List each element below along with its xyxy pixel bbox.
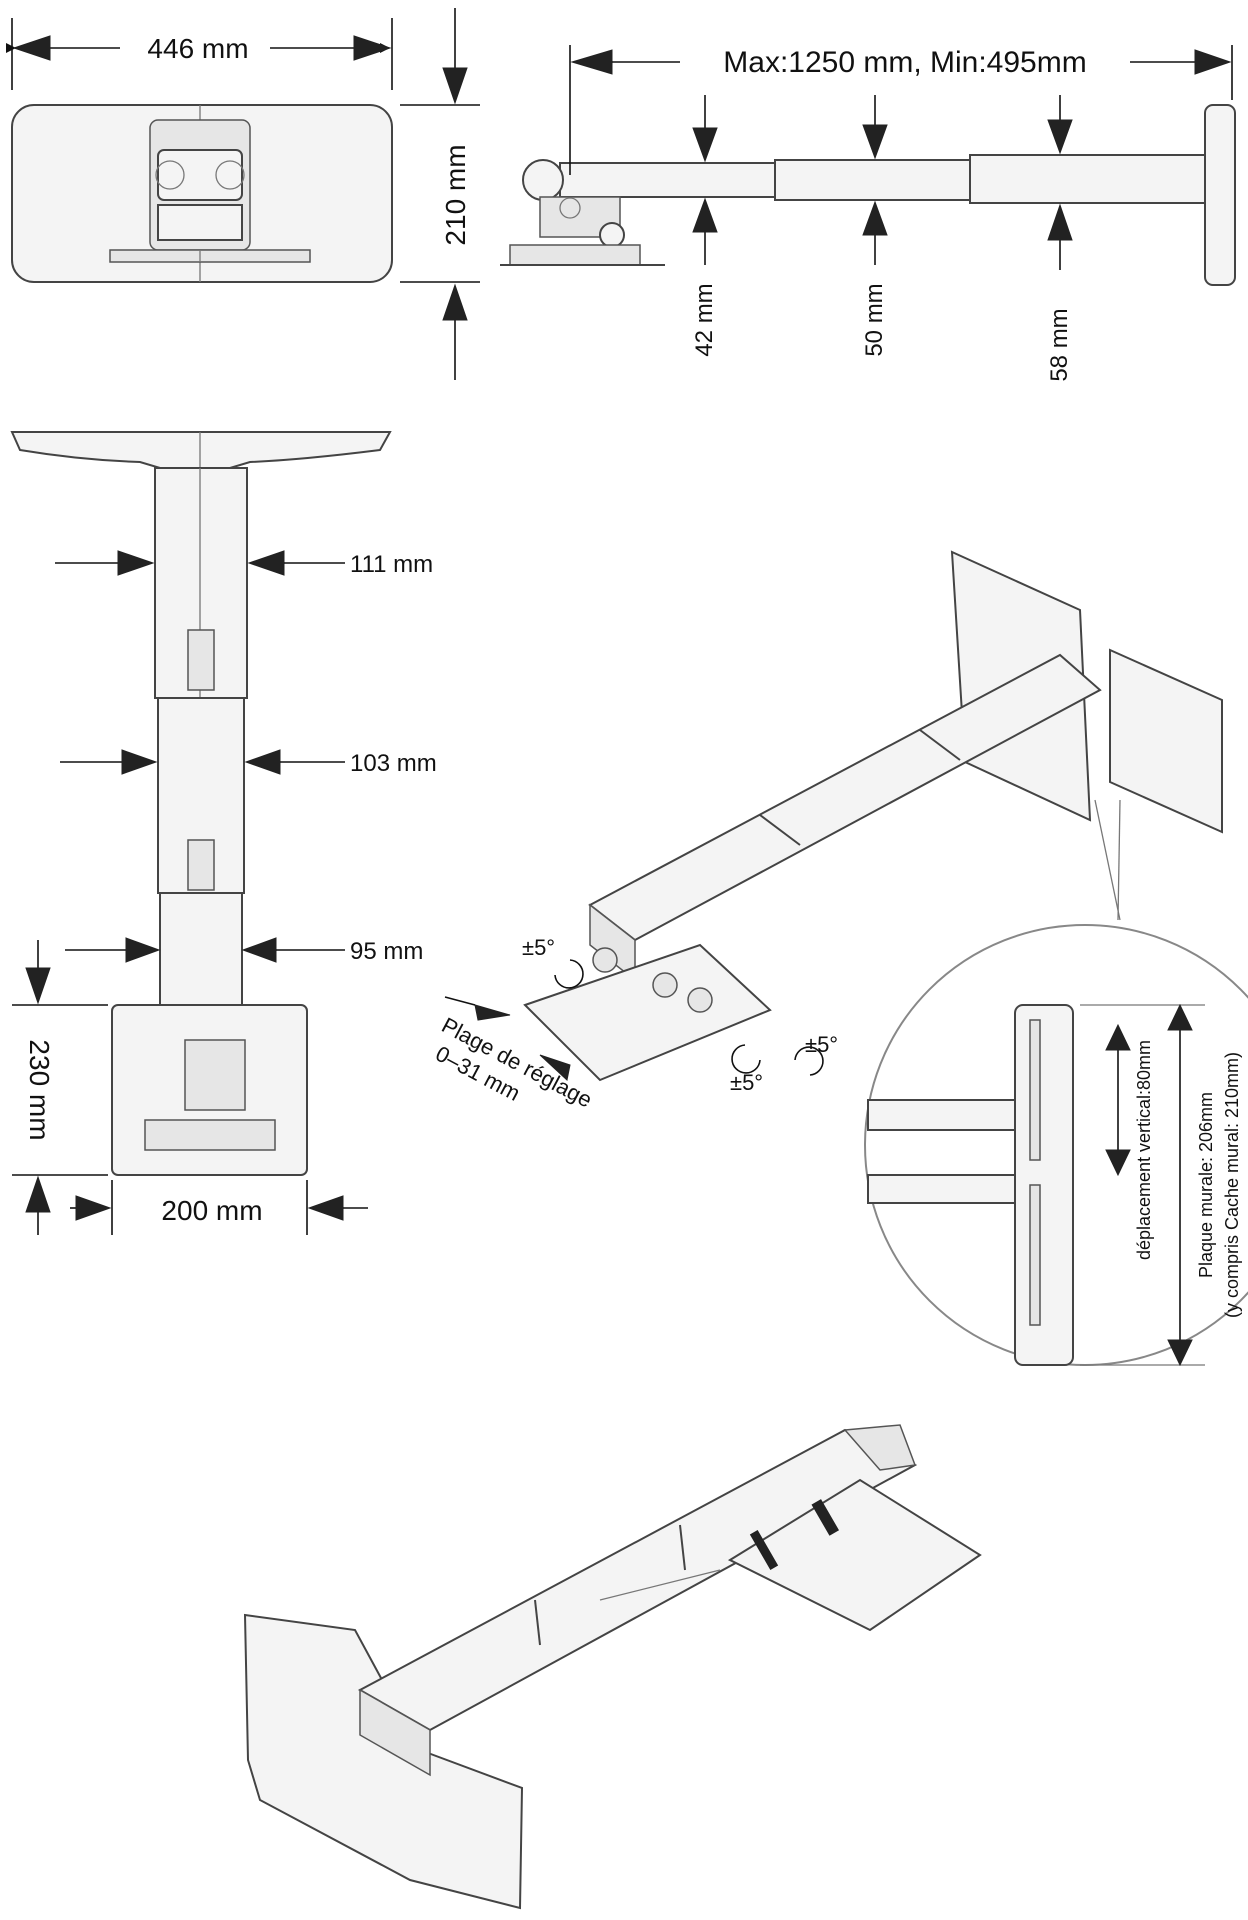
detail-circle: déplacement vertical:80mm Plaque murale:…	[864, 924, 1248, 1367]
dimension-tubes: 42 mm 50 mm 58 mm	[691, 95, 1073, 382]
dim-58-label: 58 mm	[1046, 308, 1073, 381]
dim-103-label: 103 mm	[350, 750, 437, 777]
front-view-plate	[11, 104, 393, 283]
dimension-widths: 111 mm 103 mm 95 mm	[55, 550, 437, 965]
dimension-230-200: 230 mm 200 mm	[12, 940, 368, 1235]
vertical-shift-label: déplacement vertical:80mm	[1134, 1040, 1154, 1260]
dimension-446: 446 mm	[6, 18, 393, 90]
side-view-arm	[500, 104, 1236, 286]
tilt-right-bottom-label: ±5°	[730, 1070, 763, 1095]
perspective-view-arm	[243, 1424, 982, 1910]
top-view-arm	[10, 431, 392, 1176]
dim-230-label: 230 mm	[24, 1039, 55, 1140]
wall-plate-label-line2: (y compris Cache mural: 210mm)	[1222, 1052, 1242, 1318]
dimension-210: 210 mm	[400, 8, 480, 380]
dim-446-label: 446 mm	[147, 33, 248, 64]
wall-plate-label-line1: Plaque murale: 206mm	[1196, 1092, 1216, 1278]
dim-111-label: 111 mm	[350, 551, 433, 578]
tilt-left-label: ±5°	[522, 935, 555, 960]
dim-210-label: 210 mm	[440, 144, 471, 245]
tilt-right-top-label: ±5°	[805, 1032, 838, 1057]
dim-50-label: 50 mm	[861, 283, 888, 356]
dim-95-label: 95 mm	[350, 938, 423, 965]
dim-42-label: 42 mm	[691, 283, 718, 356]
dim-200-label: 200 mm	[161, 1195, 262, 1226]
dim-arm-length-label: Max:1250 mm, Min:495mm	[723, 46, 1086, 79]
dimension-arm-length: Max:1250 mm, Min:495mm	[569, 45, 1233, 175]
